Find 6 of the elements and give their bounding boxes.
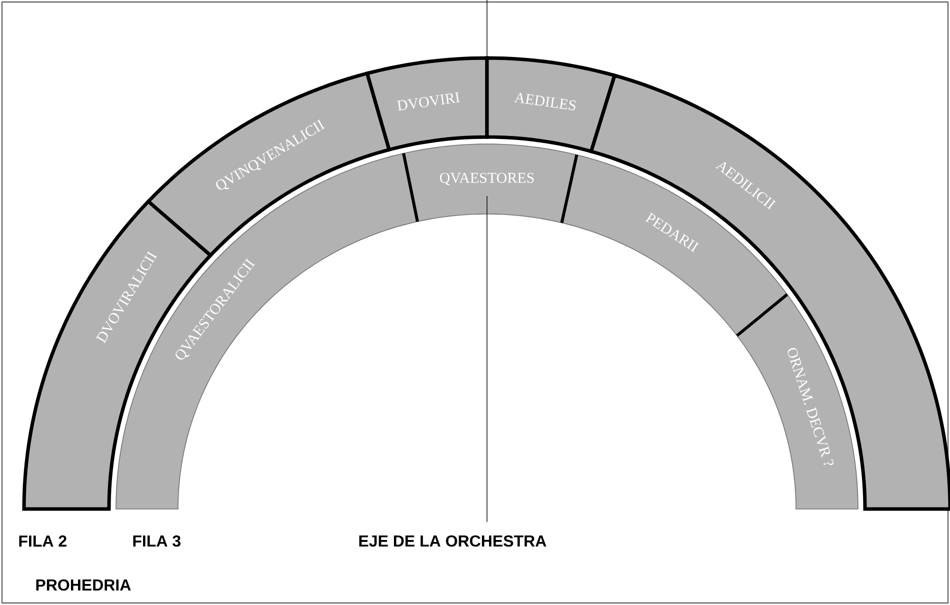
caption-label: FILA 3 (133, 535, 180, 547)
caption-label: FILA 2 (19, 535, 66, 547)
seat-sector: AEDILES (485, 56, 617, 154)
caption-label: PROHEDRIA (36, 579, 131, 591)
seat-sector: QVAESTORES (403, 144, 578, 224)
caption-label: EJE DE LA ORCHESTRA (359, 535, 546, 547)
